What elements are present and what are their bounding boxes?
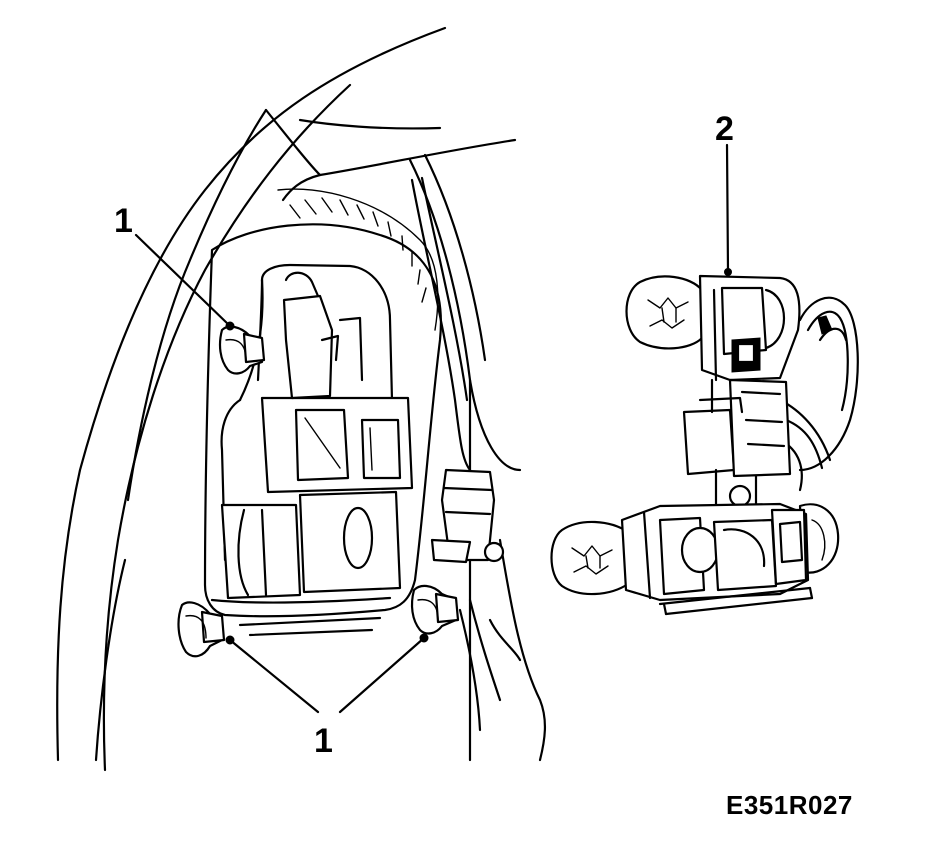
callout-number-1-top: 1 [114, 202, 133, 240]
bottom-bulb-right [798, 503, 840, 574]
fastener-bottom-left [177, 601, 235, 658]
fastener-top-left [218, 321, 266, 375]
callout-number-1-bottom: 1 [314, 722, 333, 760]
figure-reference-code: E351R027 [726, 790, 853, 820]
bottom-bulb-left [550, 520, 630, 596]
lamp-holder [550, 274, 859, 616]
callout-number-2: 2 [715, 110, 734, 148]
top-bulb [625, 275, 704, 350]
fastener-bottom-right [410, 584, 460, 643]
callout-leader-2 [725, 143, 730, 274]
body-panel [56, 26, 546, 772]
light-cavity [203, 176, 522, 732]
callout-leaders-1 [134, 233, 426, 714]
callout-leader-2-dot [724, 268, 732, 276]
